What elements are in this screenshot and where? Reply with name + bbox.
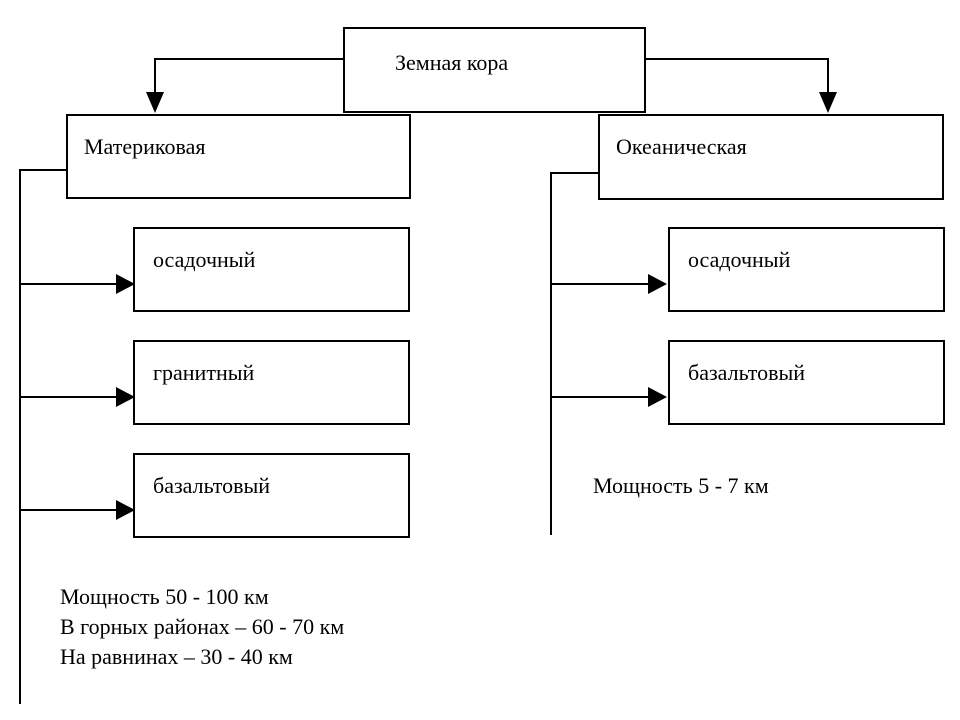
oceanic-note-line: Мощность 5 - 7 км xyxy=(593,473,769,498)
arrowhead-down-icon xyxy=(146,92,164,113)
continental-layer-label: гранитный xyxy=(153,360,255,385)
continental-trunk-line xyxy=(19,169,66,704)
oceanic-layer-label: осадочный xyxy=(688,247,791,272)
arrowhead-down-icon xyxy=(819,92,837,113)
root-node-label: Земная кора xyxy=(395,50,509,75)
continental-layer-box: гранитный xyxy=(133,340,410,425)
arrowhead-right-icon xyxy=(116,387,135,407)
oceanic-trunk-line xyxy=(550,172,598,535)
arrowhead-right-icon xyxy=(648,274,667,294)
oceanic-layer-label: базальтовый xyxy=(688,360,806,385)
oceanic-layer-box: осадочный xyxy=(668,227,945,312)
continental-note-line: На равнинах – 30 - 40 км xyxy=(60,644,293,669)
continental-node-label: Материковая xyxy=(84,134,206,159)
continental-node-box: Материковая xyxy=(66,114,411,199)
connector-root-to-oceanic xyxy=(645,58,829,92)
arrowhead-right-icon xyxy=(648,387,667,407)
root-node-box: Земная кора xyxy=(343,27,646,113)
continental-thickness-notes: Мощность 50 - 100 км В горных районах – … xyxy=(60,582,344,672)
continental-note-line: В горных районах – 60 - 70 км xyxy=(60,614,345,639)
continental-layer-box: осадочный xyxy=(133,227,410,312)
oceanic-thickness-notes: Мощность 5 - 7 км xyxy=(593,471,769,501)
arrowhead-right-icon xyxy=(116,500,135,520)
arrowhead-right-icon xyxy=(116,274,135,294)
oceanic-node-box: Океаническая xyxy=(598,114,944,200)
continental-layer-box: базальтовый xyxy=(133,453,410,538)
oceanic-layer-box: базальтовый xyxy=(668,340,945,425)
connector-root-to-continental xyxy=(154,58,345,92)
oceanic-node-label: Океаническая xyxy=(616,134,747,159)
continental-note-line: Мощность 50 - 100 км xyxy=(60,584,269,609)
continental-layer-label: осадочный xyxy=(153,247,256,272)
continental-layer-label: базальтовый xyxy=(153,473,271,498)
